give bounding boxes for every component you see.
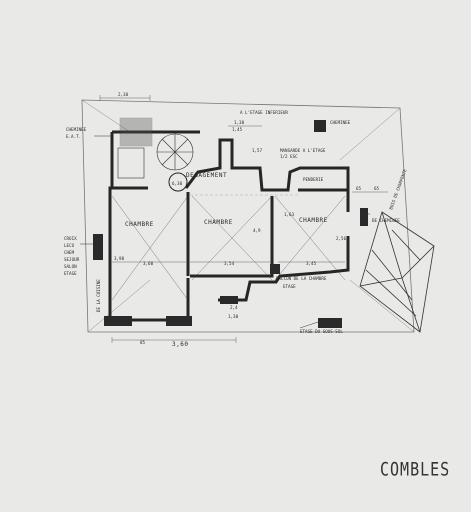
leader-arrows — [80, 135, 370, 329]
note-left-line: SALON — [64, 264, 77, 269]
roof-hip-line — [339, 107, 401, 161]
dim-bottom-total: 3,60 — [172, 341, 188, 348]
dim-room1-width: 3,60 — [143, 261, 154, 266]
note-mansarde: MANSARDE A L'ETAGE — [280, 148, 326, 153]
room-label-bedroom-3: CHAMBRE — [299, 217, 328, 224]
room-label-linen: PENDERIE — [303, 177, 324, 182]
dim-top-left: 2,30 — [118, 92, 129, 97]
note-top-right: CHEMINEE — [330, 120, 351, 125]
stair-hub — [168, 172, 188, 192]
note-stair: 1/2 ESC — [280, 154, 298, 159]
dim-right-e: 65 — [374, 186, 380, 191]
room-label-dressing: DEGAGEMENT — [186, 172, 227, 179]
note-bottom-sous: ETAGE DU SOUS-SOL — [300, 329, 343, 334]
note-left-top2: E.A.T. — [66, 134, 81, 139]
dim-room2-height: 4,9 — [253, 228, 261, 233]
dim-step: 6,30 — [172, 181, 183, 186]
note-right-small: DE CHEMINEE — [372, 218, 400, 223]
note-left-line: ETAGE — [64, 271, 77, 276]
dormer-roof — [359, 211, 435, 333]
room-label-bedroom-1: CHAMBRE — [125, 221, 154, 228]
room-label-bedroom-2: CHAMBRE — [204, 219, 233, 226]
dim-room2-width: 3,54 — [224, 261, 235, 266]
note-bottom-mid: BALCON DE LA CHAMBRE — [276, 276, 327, 281]
roof-hip-line — [81, 99, 131, 133]
dim-bottom-c: 85 — [140, 340, 146, 345]
dim-right-b: 1,63 — [284, 212, 295, 217]
dim-bottom-small-a: 2,4 — [230, 305, 238, 310]
dim-bottom-small-b: 1,30 — [228, 314, 239, 319]
roof-hip-line — [349, 279, 415, 333]
slope-line — [191, 195, 273, 281]
sheet-title: COMBLES — [380, 458, 451, 481]
note-left-top: CHEMINEE — [66, 127, 87, 132]
roof-hip-line — [87, 279, 151, 333]
dim-top-mid-b: 1,45 — [232, 127, 243, 132]
dimension-lines — [99, 95, 388, 343]
dim-left-height: 3,90 — [114, 256, 125, 261]
stair — [117, 117, 194, 179]
note-left-vertical: DE LA CUISINE — [96, 279, 101, 312]
dim-right-d: 65 — [356, 186, 362, 191]
note-left-code: CROIX — [64, 236, 77, 241]
note-top-center: A L'ETAGE INFERIEUR — [240, 110, 288, 115]
dim-right-a: 1,57 — [252, 148, 263, 153]
note-left-line: LECO — [64, 243, 75, 248]
slope-line — [274, 195, 346, 281]
note-bottom-etage: ETAGE — [283, 284, 296, 289]
dim-right-c: 2,56 — [336, 236, 347, 241]
note-left-line: CHEM — [64, 250, 75, 255]
slope-line — [111, 195, 189, 301]
note-left-line: SEJOUR — [64, 257, 80, 262]
dim-room3-width: 3,45 — [306, 261, 317, 266]
chimney-blocks — [93, 120, 368, 328]
dim-top-mid-a: 1,30 — [234, 120, 245, 125]
